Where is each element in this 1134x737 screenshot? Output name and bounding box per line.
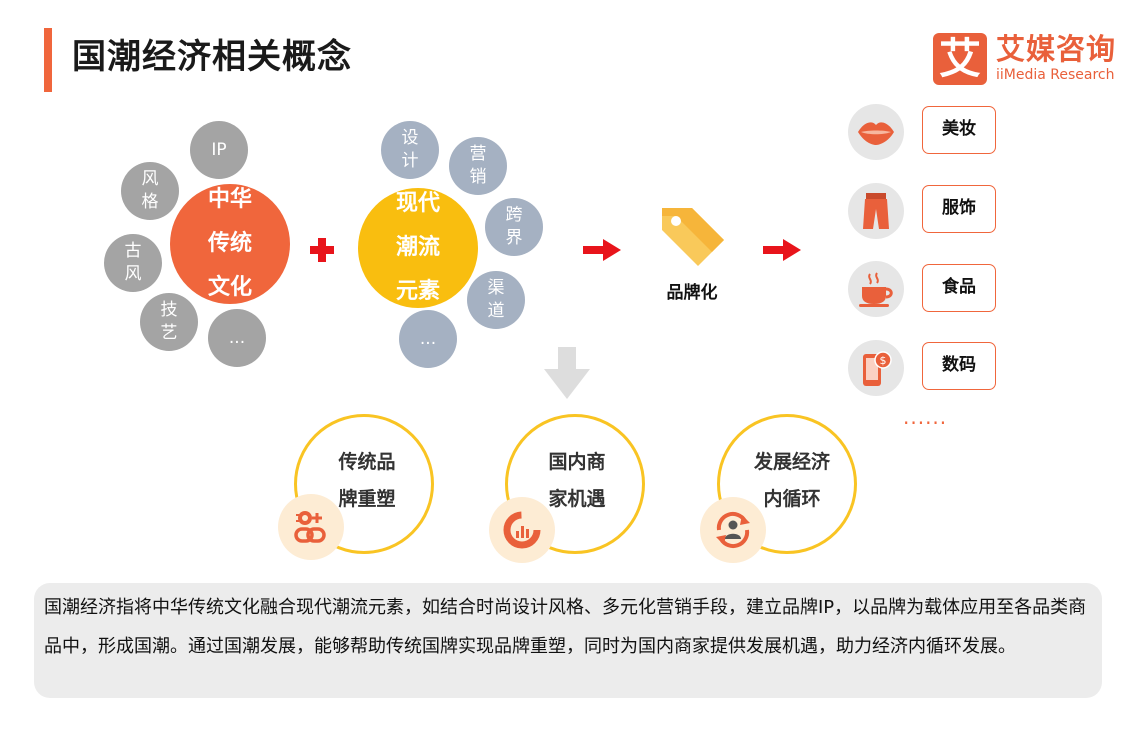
outcome-brand-reshape: 传统品牌重塑 <box>338 451 396 510</box>
traditional-culture-circle: 中华 传统 文化 <box>170 184 290 304</box>
modern-satellite-channel: 渠道 <box>467 271 525 329</box>
title-accent-bar <box>44 28 52 92</box>
modern-satellite-crossover: 跨界 <box>485 198 543 256</box>
description-panel <box>34 583 1102 698</box>
modern-satellite-more: ... <box>399 310 457 368</box>
cycle-person-icon <box>700 497 766 563</box>
page-title: 国潮经济相关概念 <box>72 37 352 77</box>
category-cosmetics: 美妆 <box>922 106 996 154</box>
outcome-domestic-opportunity: 国内商家机遇 <box>548 451 606 510</box>
traditional-satellite-ancient: 古风 <box>104 234 162 292</box>
brand-tag-label: 品牌化 <box>666 283 718 303</box>
coffee-cup-icon <box>848 261 904 317</box>
clothing-icon <box>848 183 904 239</box>
traditional-satellite-style: 风格 <box>121 162 179 220</box>
svg-text:$: $ <box>880 354 887 367</box>
price-tag-icon <box>662 208 724 266</box>
logo-mark: 艾 <box>933 33 987 85</box>
arrow-down-icon <box>544 347 590 399</box>
traditional-satellite-craft: 技艺 <box>140 293 198 351</box>
modern-satellite-design: 设计 <box>381 121 439 179</box>
outcome-ring <box>294 414 434 554</box>
category-digital: 数码 <box>922 342 996 390</box>
lips-icon <box>848 104 904 160</box>
donut-chart-icon <box>489 497 555 563</box>
traditional-satellite-ip: IP <box>190 121 248 179</box>
gears-link-icon <box>278 494 344 560</box>
categories-more-ellipsis: ...... <box>903 405 948 429</box>
category-apparel: 服饰 <box>922 185 996 233</box>
arrow-right-icon <box>763 239 801 261</box>
logo-name-en: iiMedia Research <box>996 67 1115 83</box>
logo-name-cn: 艾媒咨询 <box>996 32 1117 66</box>
smartphone-icon: $ <box>848 340 904 396</box>
modern-satellite-marketing: 营销 <box>449 137 507 195</box>
arrow-right-icon <box>583 239 621 261</box>
outcome-internal-circulation: 发展经济内循环 <box>753 451 830 510</box>
category-food: 食品 <box>922 264 996 312</box>
traditional-satellite-more: ... <box>208 309 266 367</box>
modern-trend-circle: 现代 潮流 元素 <box>358 188 478 308</box>
plus-sign-vertical <box>318 238 326 262</box>
description-text: 国潮经济指将中华传统文化融合现代潮流元素，如结合时尚设计风格、多元化营销手段，建… <box>44 597 1087 657</box>
